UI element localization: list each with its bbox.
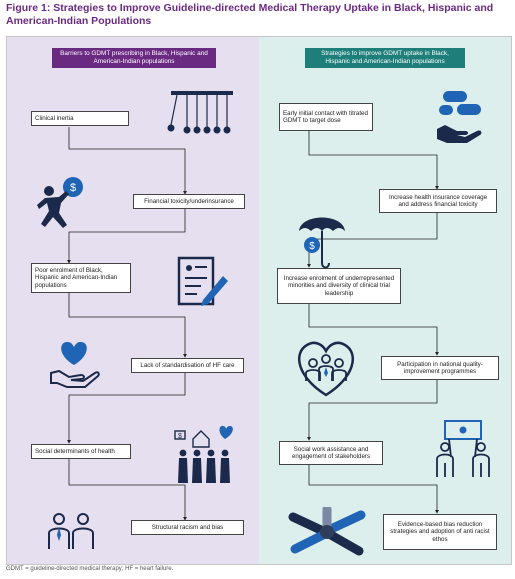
left-connector-5 [68,459,187,521]
right-connector-2 [307,213,438,268]
community-icon: $ [174,425,233,483]
puzzle-team-icon [436,420,490,477]
left-connector-4 [67,373,186,444]
strategies-header: Strategies to improve GDMT uptake in Bla… [305,48,465,68]
flow-connectors [67,127,439,521]
figure-frame: Barriers to GDMT prescribing in Black, H… [6,36,512,565]
footnote: GDMT = guideline-directed medical therap… [6,566,174,572]
pills-in-hand-icon [437,91,482,143]
barrier-poor-enrolment: Poor enrolment of Black, Hispanic and Am… [31,263,131,293]
svg-text:$: $ [70,182,76,194]
barrier-financial-toxicity: Financial toxicity/underinsurance [133,194,245,209]
left-connector-3 [68,293,187,358]
person-carrying-money-icon: $ [37,177,83,228]
umbrella-money-icon: $ [299,217,345,269]
strategy-quality-improvement: Participation in national quality-improv… [381,356,499,380]
svg-text:$: $ [309,241,315,252]
joined-hands-icon [288,507,366,556]
heart-in-hand-icon [50,341,100,388]
barrier-structural-racism: Structural racism and bias [131,520,244,535]
figure-title: Figure 1: Strategies to Improve Guidelin… [6,2,494,27]
people-icon [48,513,94,549]
barrier-social-determinants: Social determinants of health [31,444,131,459]
barrier-lack-standardisation: Lack of standardisation of HF care [131,358,244,373]
right-connector-4 [307,380,438,441]
left-connector-1 [68,127,187,195]
strategy-social-work: Social work assistance and engagement of… [279,441,383,465]
svg-text:$: $ [178,433,182,440]
left-connector-2 [67,209,186,264]
newtons-cradle-icon [167,91,233,134]
barriers-header: Barriers to GDMT prescribing in Black, H… [52,48,216,68]
strategy-insurance-coverage: Increase health insurance coverage and a… [379,189,497,213]
right-connector-3 [308,304,439,356]
strategy-increase-enrolment: Increase enrolment of underrepresented m… [277,268,401,304]
strategy-early-contact: Early initial contact with titrated GDMT… [279,103,373,131]
document-signing-icon [177,256,228,306]
right-connector-5 [308,465,439,514]
barrier-clinical-inertia: Clinical inertia [31,111,129,126]
strategy-bias-reduction: Evidence-based bias reduction strategies… [383,514,497,550]
right-connector-1 [308,131,439,190]
people-in-heart-icon [298,341,354,397]
